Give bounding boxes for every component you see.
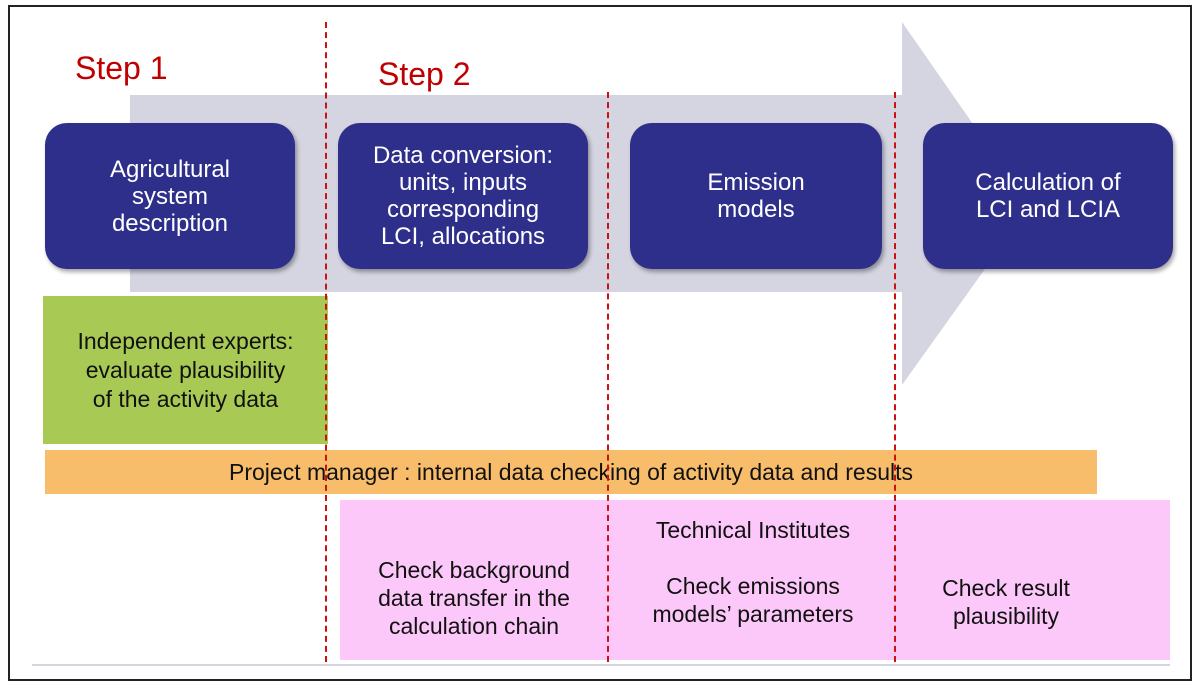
step-2-label: Step 2 (378, 56, 471, 92)
check-emissions-text: Check emissions models’ parameters (652, 573, 854, 627)
bottom-divider (32, 664, 1170, 666)
emission-models-box: Emission models (630, 123, 882, 269)
diagram-frame (8, 5, 1192, 681)
column-divider-line (894, 92, 896, 662)
check-result-text: Check result plausibility (942, 575, 1070, 629)
agricultural-system-description-box: Agricultural system description (45, 123, 295, 269)
project-manager-bar: Project manager : internal data checking… (45, 450, 1097, 494)
step-divider-line (325, 22, 327, 662)
data-conversion-box: Data conversion: units, inputs correspon… (338, 123, 588, 269)
check-background-text: Check background data transfer in the ca… (378, 557, 570, 639)
column-divider-line (607, 92, 609, 662)
step-1-label: Step 1 (75, 50, 168, 86)
independent-experts-box: Independent experts: evaluate plausibili… (43, 296, 328, 444)
technical-institutes-title: Technical Institutes (655, 517, 851, 543)
technical-institutes-box (340, 500, 1170, 660)
calculation-lci-lcia-box: Calculation of LCI and LCIA (923, 123, 1173, 269)
